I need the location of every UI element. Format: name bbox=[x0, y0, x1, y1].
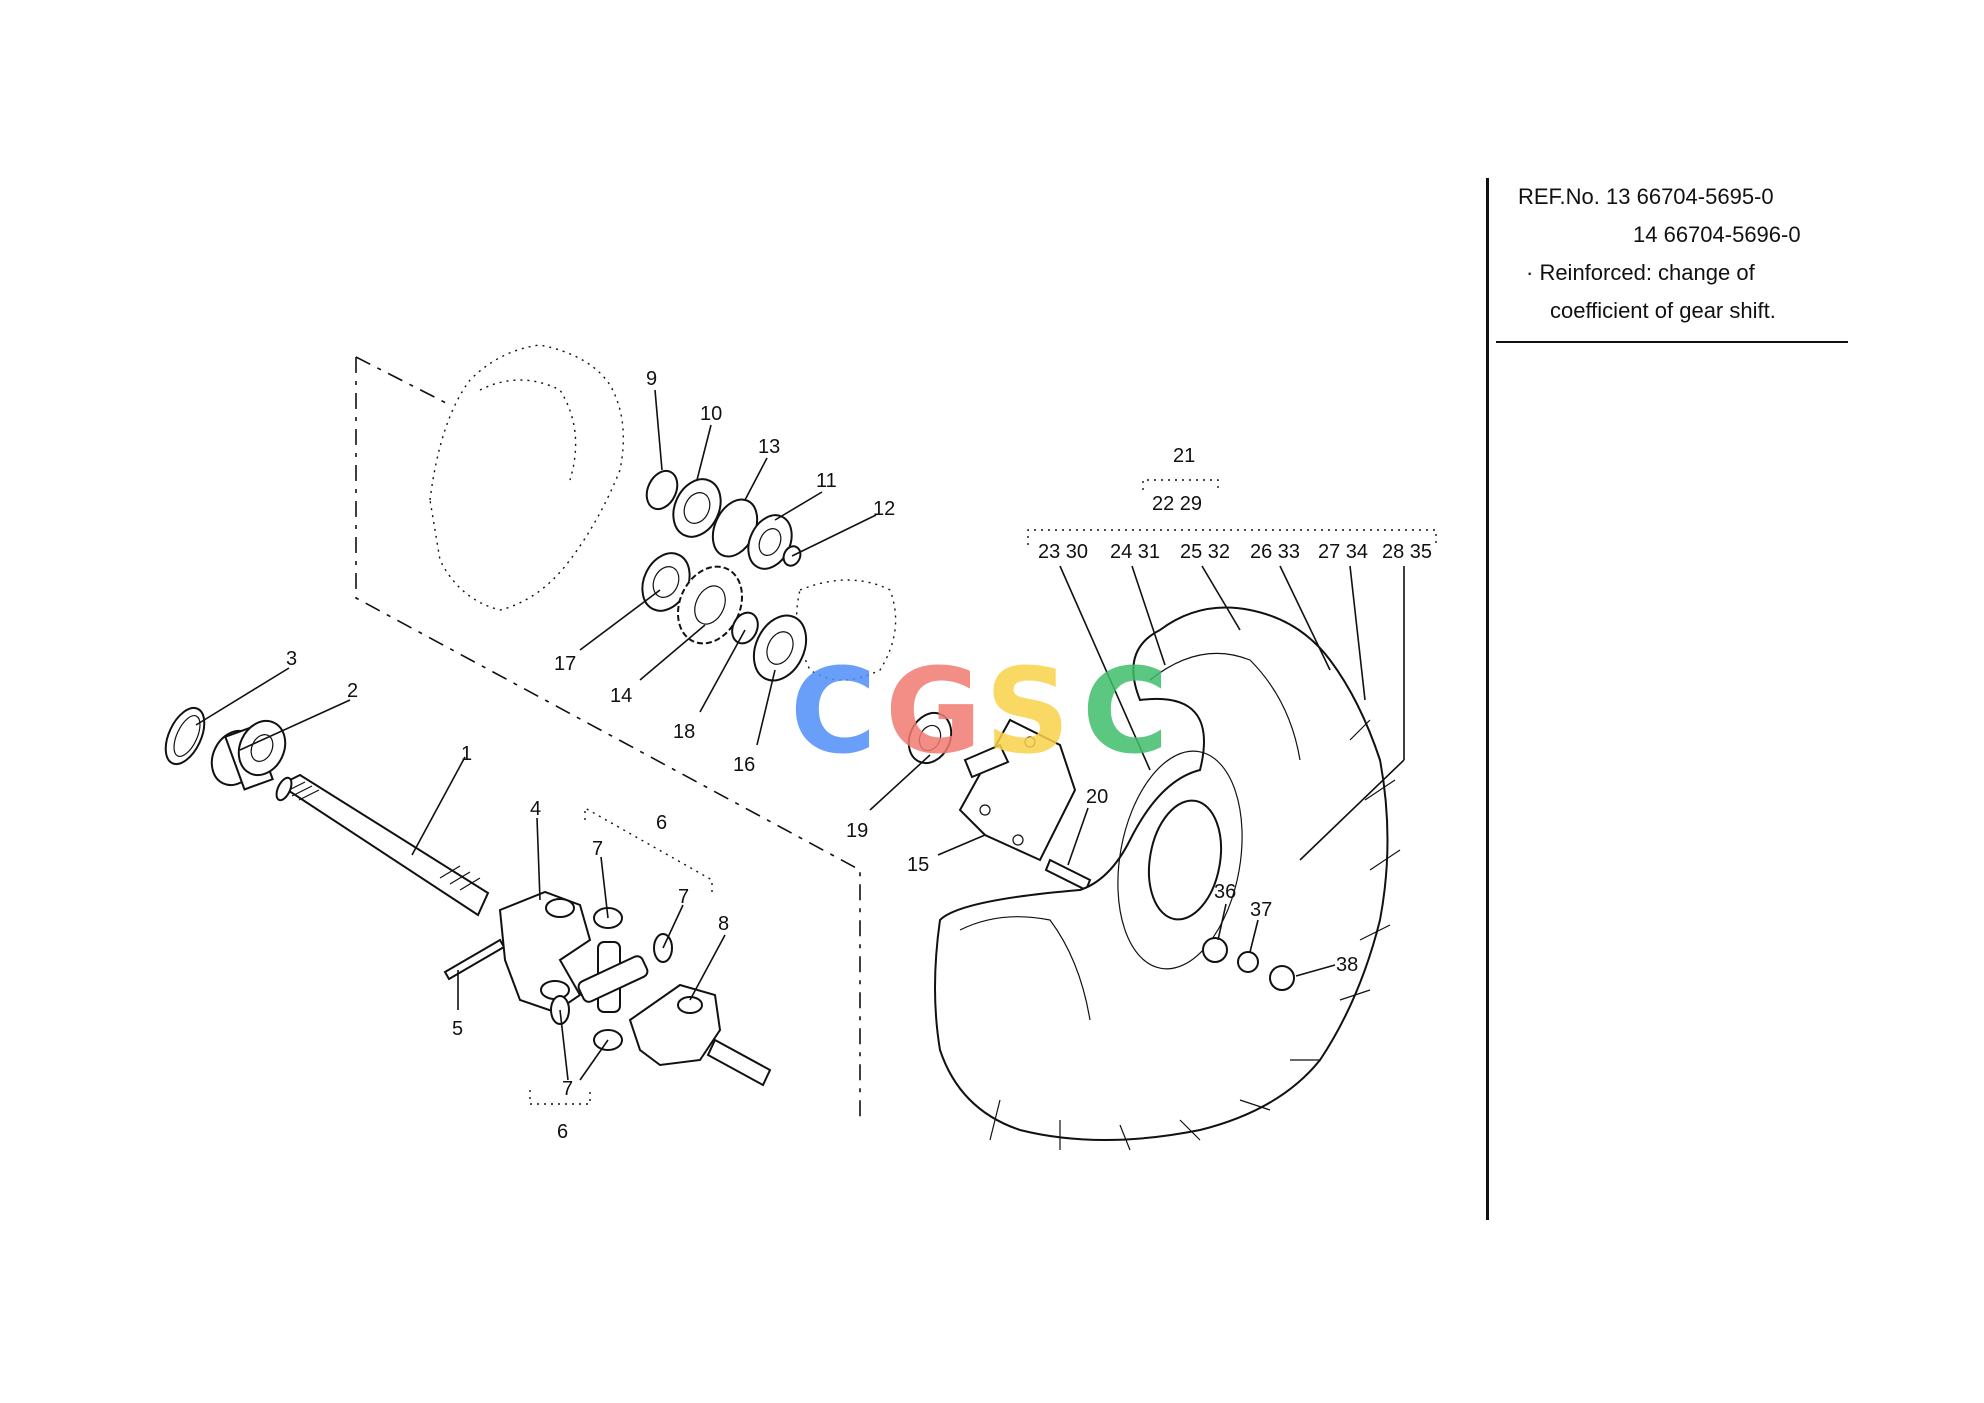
callout-22-29: 22 29 bbox=[1152, 493, 1202, 515]
callout-25-32: 25 32 bbox=[1180, 541, 1230, 563]
ref-line-4: coefficient of gear shift. bbox=[1550, 298, 1776, 323]
part-4-yoke bbox=[498, 890, 592, 1014]
part-6-universal-joint bbox=[550, 907, 673, 1051]
panel-divider-horizontal bbox=[1496, 341, 1848, 343]
part-3-snap-ring bbox=[164, 706, 206, 766]
callout-14: 14 bbox=[610, 685, 632, 707]
reference-note-panel: REF.No. 13 66704-5695-0 14 66704-5696-0 … bbox=[1518, 178, 1848, 330]
callout-26-33: 26 33 bbox=[1250, 541, 1300, 563]
wheel-assembly bbox=[934, 606, 1401, 1151]
callout-12: 12 bbox=[873, 498, 895, 520]
callout-36: 36 bbox=[1214, 881, 1236, 903]
callout-23-30: 23 30 bbox=[1038, 541, 1088, 563]
leader-lines bbox=[195, 389, 1405, 1081]
group-brackets bbox=[529, 479, 1437, 1105]
callout-7-c: 7 bbox=[562, 1078, 573, 1100]
transmission-housing bbox=[429, 344, 897, 681]
callout-6-upper: 6 bbox=[656, 812, 667, 834]
callout-8: 8 bbox=[718, 913, 729, 935]
callout-6-lower: 6 bbox=[557, 1121, 568, 1143]
callout-21: 21 bbox=[1173, 445, 1195, 467]
upper-gear-cluster bbox=[645, 469, 802, 570]
lower-gear-cluster bbox=[641, 552, 953, 765]
callout-13: 13 bbox=[758, 436, 780, 458]
callout-7-b: 7 bbox=[678, 886, 689, 908]
callout-7-a: 7 bbox=[592, 838, 603, 860]
callout-10: 10 bbox=[700, 403, 722, 425]
wheel-nut-set bbox=[1202, 937, 1295, 991]
callout-19: 19 bbox=[846, 820, 868, 842]
callout-4: 4 bbox=[530, 798, 541, 820]
callout-37: 37 bbox=[1250, 899, 1272, 921]
callout-28-35: 28 35 bbox=[1382, 541, 1432, 563]
callout-labels: 1 2 3 4 5 6 6 7 7 7 8 9 10 11 12 13 14 1… bbox=[286, 368, 1432, 1143]
callout-24-31: 24 31 bbox=[1110, 541, 1160, 563]
part-2-bearing bbox=[210, 719, 287, 791]
callout-16: 16 bbox=[733, 754, 755, 776]
callout-9: 9 bbox=[646, 368, 657, 390]
callout-38: 38 bbox=[1336, 954, 1358, 976]
callout-27-34: 27 34 bbox=[1318, 541, 1368, 563]
callout-20: 20 bbox=[1086, 786, 1108, 808]
ref-line-3: · Reinforced: change of bbox=[1526, 260, 1755, 285]
ref-line-1: REF.No. 13 66704-5695-0 bbox=[1518, 184, 1774, 209]
ref-line-2: 14 66704-5696-0 bbox=[1633, 222, 1801, 247]
part-1-shaft bbox=[275, 773, 490, 917]
callout-3: 3 bbox=[286, 648, 297, 670]
assembly-frame bbox=[355, 356, 861, 1120]
part-5-pin bbox=[443, 938, 506, 981]
callout-1: 1 bbox=[461, 743, 472, 765]
callout-17: 17 bbox=[554, 653, 576, 675]
callout-2: 2 bbox=[347, 680, 358, 702]
callout-11: 11 bbox=[816, 470, 837, 492]
panel-divider-vertical bbox=[1486, 178, 1489, 1220]
callout-15: 15 bbox=[907, 854, 929, 876]
callout-18: 18 bbox=[673, 721, 695, 743]
callout-5: 5 bbox=[452, 1018, 463, 1040]
part-8-yoke-shaft bbox=[628, 983, 772, 1087]
